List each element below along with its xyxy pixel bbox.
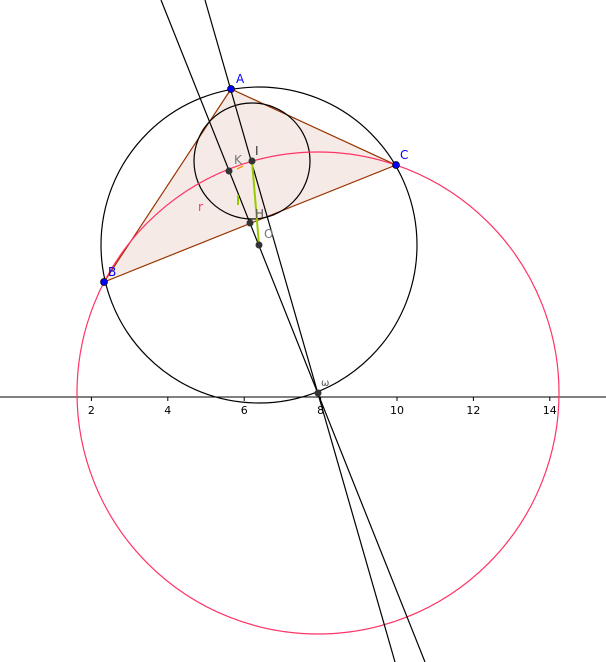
- point-c[interactable]: [392, 161, 400, 169]
- axis-tick-label: 6: [241, 404, 248, 417]
- point-a[interactable]: [227, 85, 235, 93]
- point-o[interactable]: [255, 241, 263, 249]
- axis-tick-label: 10: [390, 404, 404, 417]
- axis-tick-label: 8: [317, 404, 324, 417]
- point-k[interactable]: [225, 167, 233, 175]
- axis-tick-label: 4: [164, 404, 171, 417]
- label-r: r: [198, 200, 203, 214]
- label-b: B: [108, 265, 116, 279]
- segment-i-o[interactable]: [251, 160, 260, 246]
- axis-tick-label: 12: [466, 404, 480, 417]
- label-omega: ω: [321, 378, 329, 389]
- label-c: C: [400, 148, 408, 162]
- circle-r[interactable]: [76, 151, 560, 635]
- point-b[interactable]: [100, 278, 108, 286]
- incircle[interactable]: [193, 102, 311, 220]
- line-k-h-o-omega[interactable]: [160, 0, 426, 662]
- label-i: I: [255, 144, 259, 158]
- circumcircle[interactable]: [100, 86, 418, 404]
- label-k: K: [234, 153, 243, 167]
- axis-tick-label: 2: [88, 404, 95, 417]
- label-a: A: [236, 72, 245, 86]
- line-a-i-omega[interactable]: [204, 0, 396, 662]
- label-o: O: [264, 227, 273, 241]
- angle-mark: [236, 165, 244, 170]
- point-h[interactable]: [246, 219, 254, 227]
- point-omega[interactable]: [314, 389, 322, 397]
- axis-tick-label: 14: [543, 404, 557, 417]
- point-i[interactable]: [248, 157, 256, 165]
- label-h: H: [255, 207, 264, 221]
